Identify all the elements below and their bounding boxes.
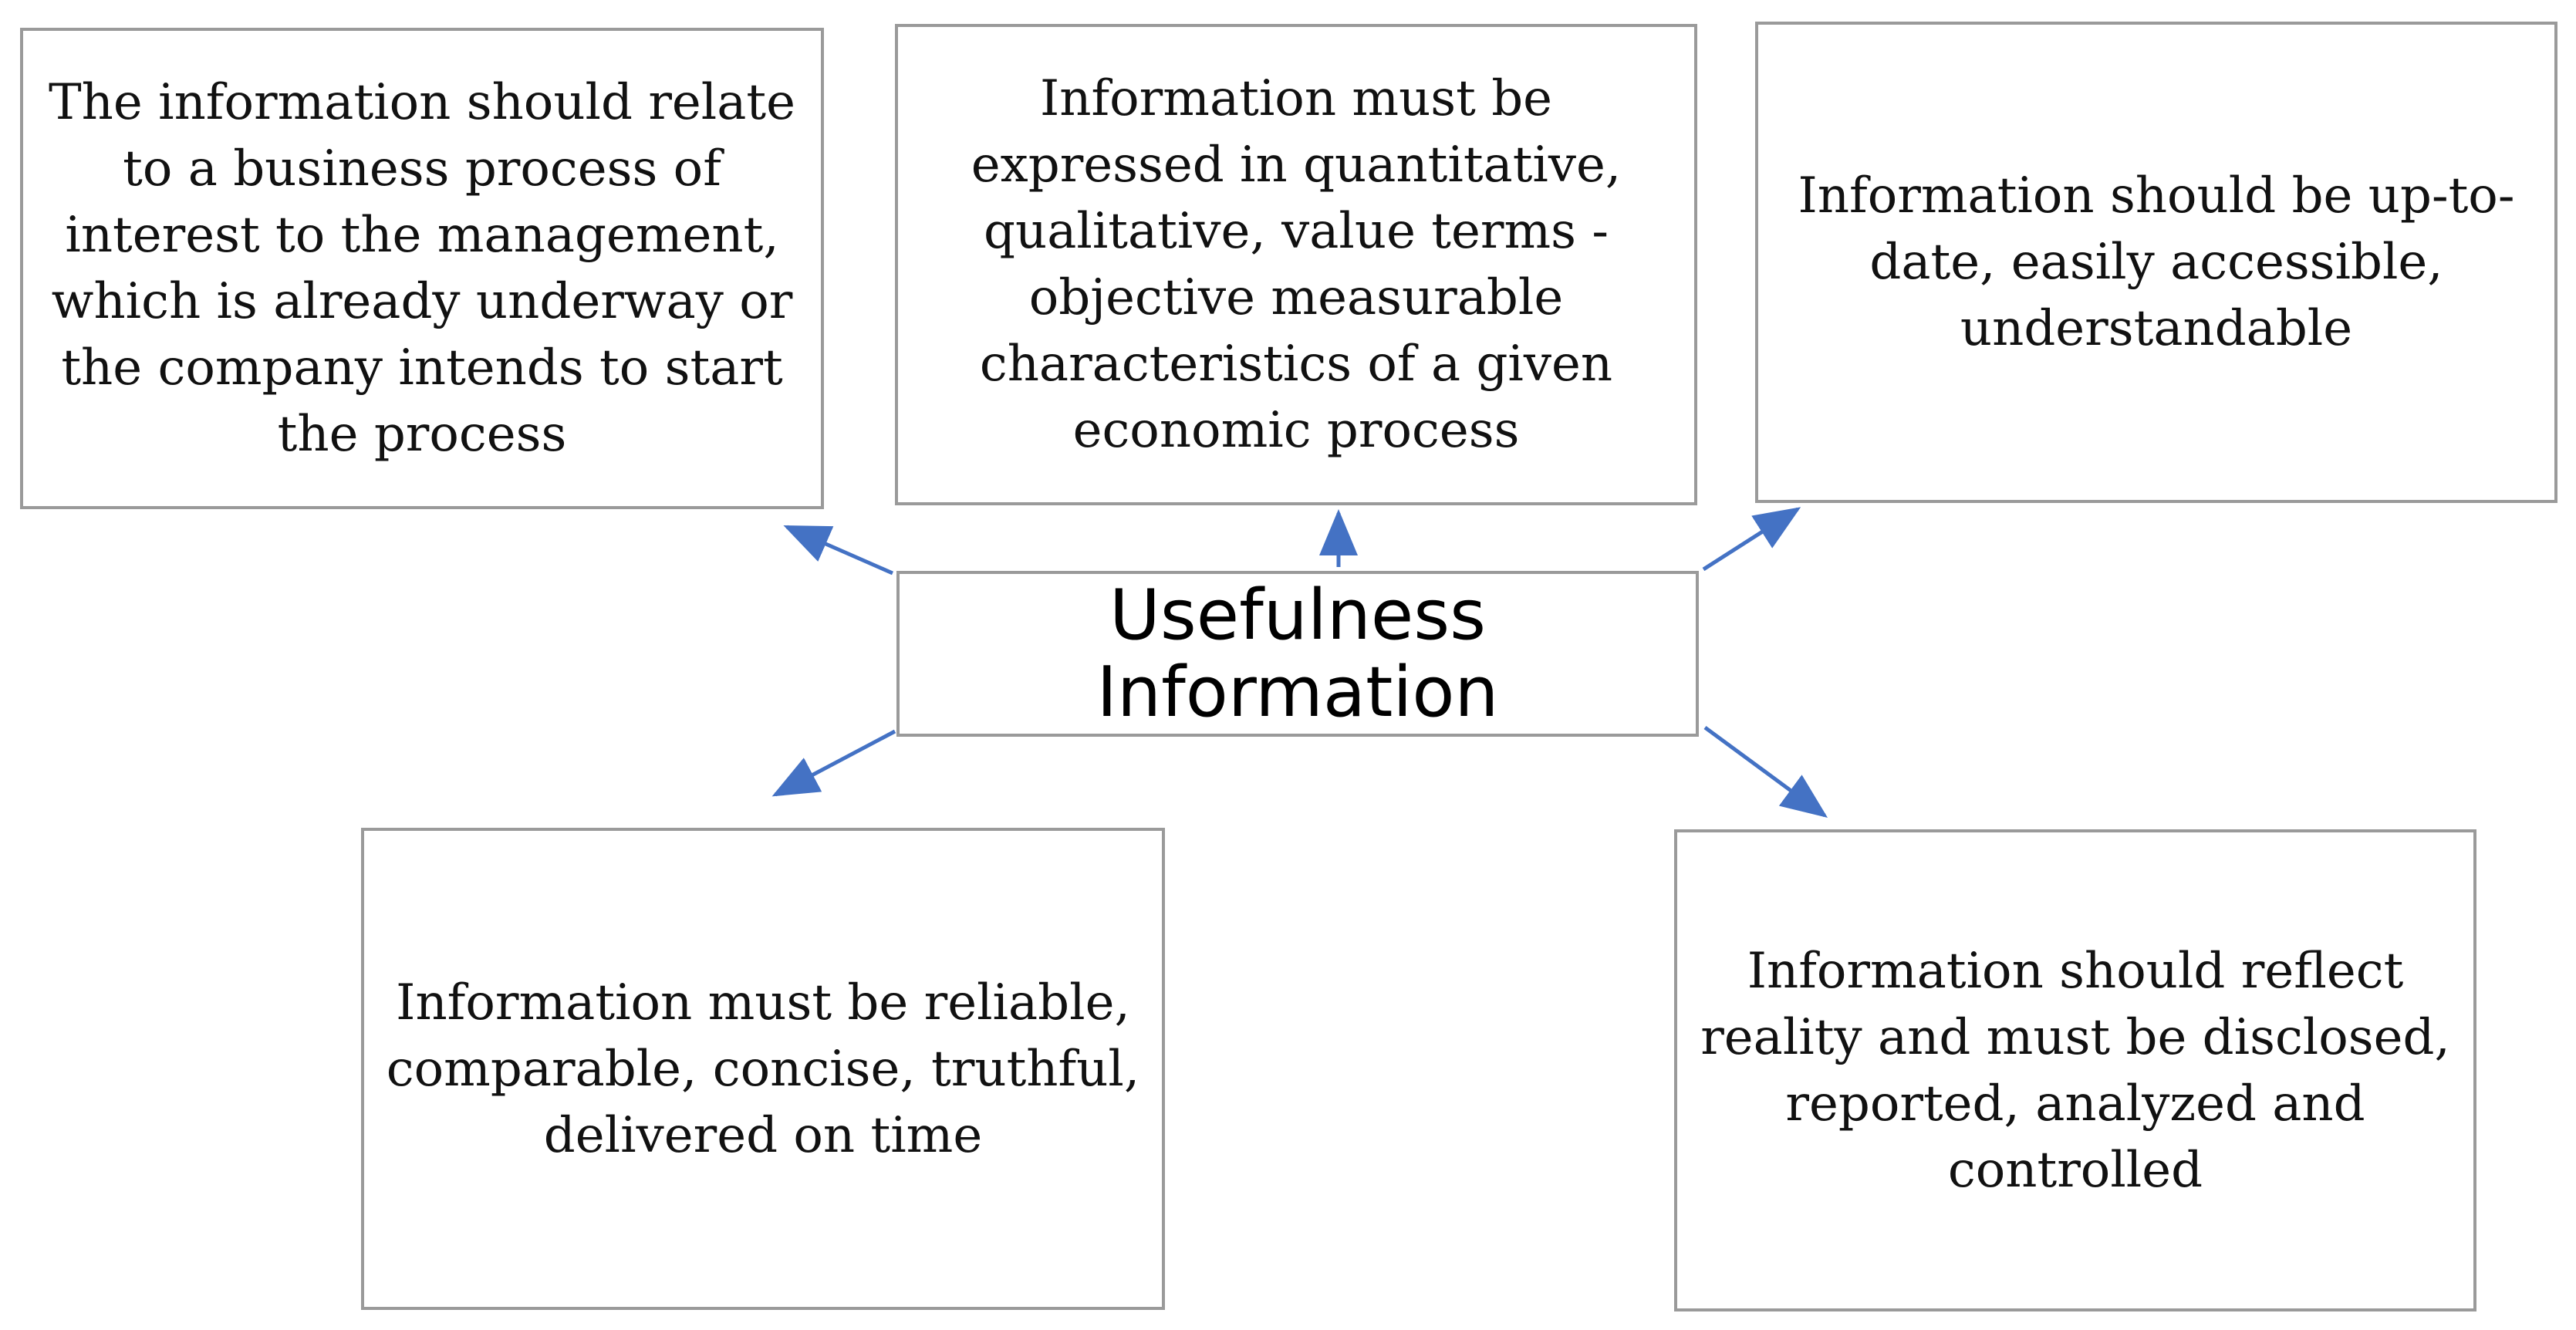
box-reliable-text: Information must be reliable, comparable… — [386, 974, 1140, 1164]
arrow-to-reliable — [771, 729, 896, 797]
arrow-to-reflect-reality — [1703, 725, 1828, 818]
center-node: Usefulness Information — [896, 571, 1699, 737]
box-business-process-text: The information should relate to a busin… — [48, 74, 796, 463]
arrow-to-business-process — [783, 525, 894, 576]
box-reliable: Information must be reliable, comparable… — [361, 828, 1165, 1310]
box-business-process: The information should relate to a busin… — [20, 28, 824, 509]
box-expression-terms: Information must be expressed in quantit… — [895, 24, 1697, 505]
center-node-label: Usefulness Information — [1096, 574, 1499, 733]
box-reflect-reality: Information should reflect reality and m… — [1674, 829, 2476, 1311]
box-reflect-reality-text: Information should reflect reality and m… — [1700, 942, 2450, 1199]
arrow-to-up-to-date — [1702, 507, 1801, 572]
box-up-to-date-text: Information should be up-to-date, easily… — [1798, 167, 2515, 357]
box-up-to-date: Information should be up-to-date, easily… — [1755, 22, 2557, 503]
box-expression-terms-text: Information must be expressed in quantit… — [971, 70, 1622, 459]
